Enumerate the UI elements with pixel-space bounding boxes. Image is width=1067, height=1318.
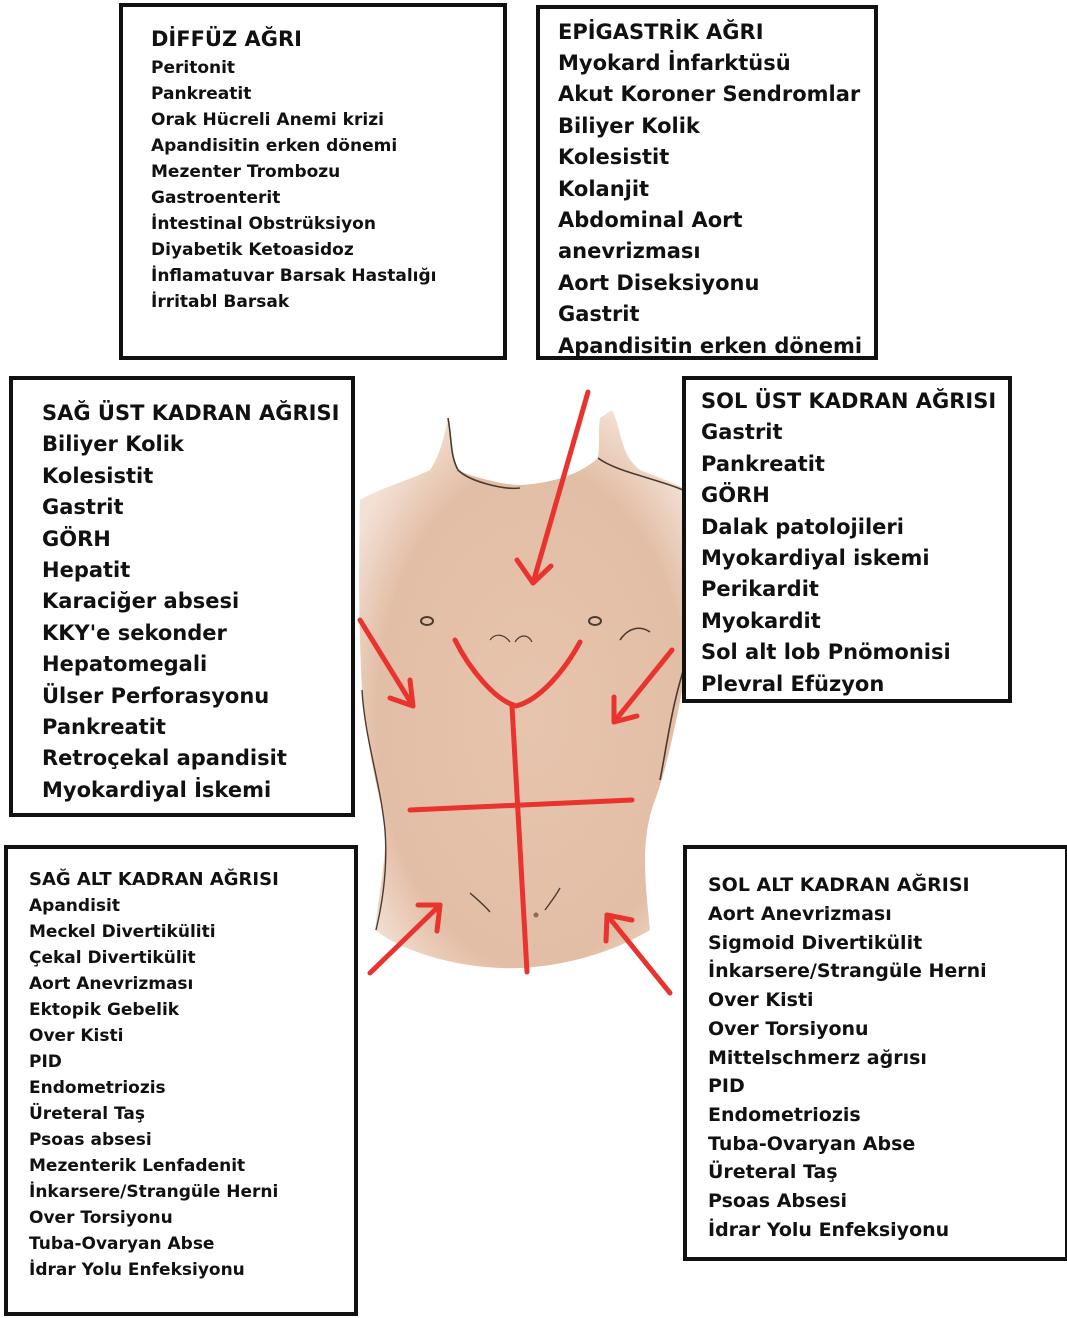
list-item: Mezenter Trombozu (151, 159, 503, 185)
list-item: Pankreatit (151, 81, 503, 107)
list-item: Gastroenterit (151, 185, 503, 211)
list-item: Biliyer Kolik (558, 111, 874, 142)
list-item: Gastrit (42, 492, 351, 523)
list-item: Myokard İnfarktüsü (558, 48, 874, 79)
list-item: Myokardiyal İskemi (42, 775, 351, 806)
list-item: Pankreatit (42, 712, 351, 743)
list-item: GÖRH (42, 524, 351, 555)
left-upper-quadrant-title: SOL ÜST KADRAN AĞRISI (701, 386, 1008, 417)
list-item: Gastrit (701, 417, 1008, 448)
list-item: Ülser Perforasyonu (42, 681, 351, 712)
list-item: Over Torsiyonu (708, 1015, 1065, 1044)
list-item: Endometriozis (708, 1101, 1065, 1130)
list-item: Meckel Divertiküliti (29, 919, 354, 945)
list-item: Apandisitin erken dönemi (558, 331, 874, 362)
right-lower-quadrant-title: SAĞ ALT KADRAN AĞRISI (29, 867, 354, 893)
list-item: Ektopik Gebelik (29, 997, 354, 1023)
list-item: Perikardit (701, 574, 1008, 605)
list-item: Karaciğer absesi (42, 586, 351, 617)
list-item: KKY'e sekonder (42, 618, 351, 649)
list-item: Biliyer Kolik (42, 429, 351, 460)
list-item: Kolesistit (558, 142, 874, 173)
list-item: Gastrit (558, 299, 874, 330)
list-item: Diyabetik Ketoasidoz (151, 237, 503, 263)
list-item: İdrar Yolu Enfeksiyonu (708, 1216, 1065, 1245)
list-item: Sol alt lob Pnömonisi (701, 637, 1008, 668)
list-item: Orak Hücreli Anemi krizi (151, 107, 503, 133)
list-item: Plevral Efüzyon (701, 669, 1008, 700)
list-item: İdrar Yolu Enfeksiyonu (29, 1257, 354, 1283)
left-lower-quadrant-title: SOL ALT KADRAN AĞRISI (708, 871, 1065, 900)
list-item: Hepatit (42, 555, 351, 586)
list-item: Akut Koroner Sendromlar (558, 79, 874, 110)
list-item: Mittelschmerz ağrısı (708, 1044, 1065, 1073)
list-item: Apandisitin erken dönemi (151, 133, 503, 159)
list-item: Kolesistit (42, 461, 351, 492)
list-item: Aort Anevrizması (708, 900, 1065, 929)
list-item: Psoas absesi (29, 1127, 354, 1153)
list-item: Retroçekal apandisit (42, 743, 351, 774)
list-item: Over Kisti (29, 1023, 354, 1049)
list-item: Abdominal Aort (558, 205, 874, 236)
list-item: PID (708, 1072, 1065, 1101)
list-item: PID (29, 1049, 354, 1075)
list-item: Pankreatit (701, 449, 1008, 480)
list-item: İnkarsere/Strangüle Herni (708, 957, 1065, 986)
list-item: Endometriozis (29, 1075, 354, 1101)
list-item: Apandisit (29, 893, 354, 919)
epigastric-pain-title: EPİGASTRİK AĞRI (558, 17, 874, 48)
list-item: Hepatomegali (42, 649, 351, 680)
list-item: Aort Anevrizması (29, 971, 354, 997)
list-item: İntestinal Obstrüksiyon (151, 211, 503, 237)
list-item: Mezenterik Lenfadenit (29, 1153, 354, 1179)
list-item: Over Kisti (708, 986, 1065, 1015)
list-item: Çekal Divertikülit (29, 945, 354, 971)
list-item: İrritabl Barsak (151, 289, 503, 315)
list-item: GÖRH (701, 480, 1008, 511)
list-item: İnkarsere/Strangüle Herni (29, 1179, 354, 1205)
list-item: Üreteral Taş (29, 1101, 354, 1127)
diffuse-pain-title: DİFFÜZ AĞRI (151, 25, 503, 53)
list-item: Tuba-Ovaryan Abse (708, 1130, 1065, 1159)
list-item: Sigmoid Divertikülit (708, 929, 1065, 958)
list-item: Aort Diseksiyonu (558, 268, 874, 299)
right-upper-quadrant-title: SAĞ ÜST KADRAN AĞRISI (42, 398, 351, 429)
navel (534, 913, 539, 918)
list-item: Psoas Absesi (708, 1187, 1065, 1216)
list-item: Myokardit (701, 606, 1008, 637)
diffuse-pain-box: DİFFÜZ AĞRI PeritonitPankreatitOrak Hücr… (119, 3, 507, 360)
list-item: Kolanjit (558, 174, 874, 205)
list-item: Tuba-Ovaryan Abse (29, 1231, 354, 1257)
list-item: Peritonit (151, 55, 503, 81)
list-item: İnflamatuvar Barsak Hastalığı (151, 263, 503, 289)
list-item: anevrizması (558, 236, 874, 267)
list-item: Myokardiyal iskemi (701, 543, 1008, 574)
list-item: Over Torsiyonu (29, 1205, 354, 1231)
list-item: Üreteral Taş (708, 1158, 1065, 1187)
list-item: Dalak patolojileri (701, 512, 1008, 543)
